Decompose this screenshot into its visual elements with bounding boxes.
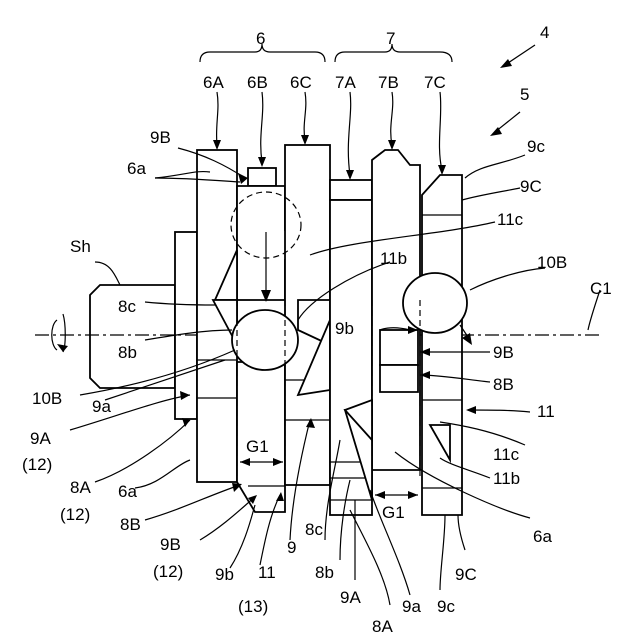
label-C1: C1 [590,279,612,298]
label-9b-mid: 9b [335,319,354,338]
label-12b: (12) [60,505,90,524]
label-6a-left: 6a [118,482,137,501]
label-7: 7 [386,29,395,48]
ball-right [403,273,467,333]
label-6a-right: 6a [533,527,552,546]
gap-g1-right [375,491,418,499]
label-5: 5 [520,85,529,104]
label-8A-left: 8A [70,478,91,497]
label-8B-mid: 8B [493,375,514,394]
label-G1-left: G1 [246,437,269,456]
label-9c-bot: 9c [437,597,455,616]
label-7C: 7C [424,73,446,92]
label-12a: (12) [22,455,52,474]
label-4: 4 [540,23,549,42]
label-8b-left: 8b [118,343,137,362]
label-Sh: Sh [70,237,91,256]
label-8A-mid: 8A [372,617,393,636]
label-11b-right: 11b [493,469,520,488]
label-7B: 7B [378,73,399,92]
label-9C-bot: 9C [455,565,477,584]
label-8B-left: 8B [120,515,141,534]
label-11-bot: 11 [258,563,276,582]
label-9a-left: 9a [92,397,111,416]
label-9C-top: 9C [520,177,542,196]
rotation-arrow [52,314,68,352]
ball-left [232,310,298,370]
label-8c-mid: 8c [305,520,323,539]
label-7A: 7A [335,73,356,92]
label-9a-mid: 9a [402,597,421,616]
label-6C: 6C [290,73,312,92]
gear-6C [285,145,330,485]
label-10B-right: 10B [537,253,567,272]
label-11c-right: 11c [493,445,520,464]
label-8c-left: 8c [118,297,136,316]
label-8b-mid: 8b [315,563,334,582]
label-12c: (12) [153,562,183,581]
label-6A: 6A [203,73,224,92]
label-11c-top: 11c [497,210,524,229]
label-11b-top: 11b [380,249,407,268]
label-G1-right: G1 [382,503,405,522]
gear-7C [422,175,462,515]
label-9B-top: 9B [150,128,171,147]
label-9-bot: 9 [287,538,296,557]
label-6B: 6B [247,73,268,92]
label-6: 6 [256,29,265,48]
label-9A-mid: 9A [340,588,361,607]
label-9b-bot: 9b [215,565,234,584]
label-13: (13) [238,597,268,616]
label-9A-left: 9A [30,429,51,448]
label-6a-top: 6a [127,159,146,178]
shaft [90,232,197,419]
label-11-right: 11 [537,402,555,421]
label-10B-left: 10B [32,389,62,408]
label-9B-mid: 9B [493,343,514,362]
label-9c-top: 9c [527,137,545,156]
label-9B-bot: 9B [160,535,181,554]
